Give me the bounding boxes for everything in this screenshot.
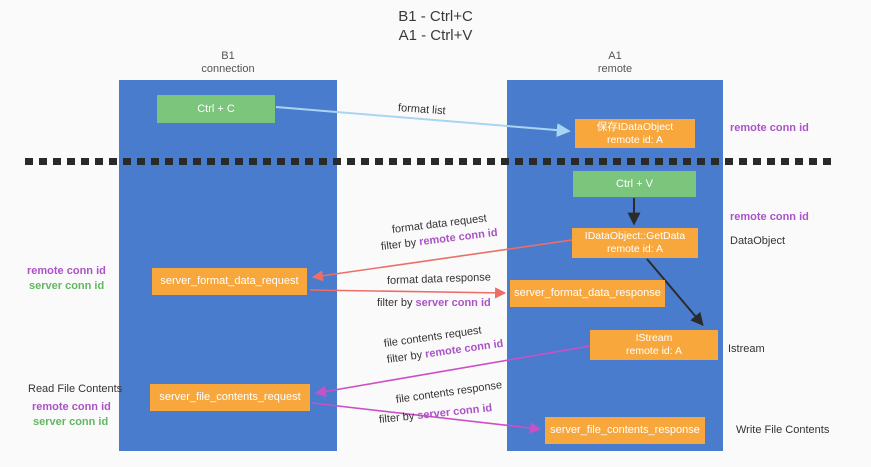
left-label-server-conn-id-1: server conn id xyxy=(29,280,105,292)
node-save-idataobject: 保存IDataObject remote id: A xyxy=(575,119,695,148)
right-label-write-file-contents: Write File Contents xyxy=(736,424,830,436)
node-file-request-label: server_file_contents_request xyxy=(159,391,301,403)
format-list-arrow-label: format list xyxy=(397,102,446,118)
right-label-remote-conn-id-2: remote conn id xyxy=(730,211,809,223)
node-getdata-line2: remote id: A xyxy=(606,243,664,255)
file-response-filter-label: filter by server conn id xyxy=(378,402,492,426)
node-server-file-contents-request: server_file_contents_request xyxy=(150,384,310,411)
node-ctrl-v-label: Ctrl + V xyxy=(616,177,653,190)
lane-a1-role: remote xyxy=(597,63,633,75)
node-ctrl-c-label: Ctrl + C xyxy=(197,102,235,115)
diagram-title: B1 - Ctrl+C A1 - Ctrl+V xyxy=(0,7,871,45)
title-line-1: B1 - Ctrl+C xyxy=(398,8,473,25)
left-label-remote-conn-id-2: remote conn id xyxy=(32,401,111,413)
lane-b1-name: B1 xyxy=(221,50,235,62)
node-istream-line1: IStream xyxy=(635,332,673,344)
format-data-response-label: format data response xyxy=(386,271,492,287)
node-istream: IStream remote id: A xyxy=(590,330,718,360)
lane-header-a1: A1 remote xyxy=(545,50,685,76)
lane-header-b1: B1 connection xyxy=(158,50,298,76)
node-idataobject-getdata: IDataObject::GetData remote id: A xyxy=(572,228,698,258)
left-label-server-conn-id-2: server conn id xyxy=(33,416,109,428)
filter-by-text: filter by xyxy=(377,297,413,309)
format-response-filter-label: filter by server conn id xyxy=(377,297,491,309)
left-label-read-file-contents: Read File Contents xyxy=(28,383,123,395)
node-getdata-line1: IDataObject::GetData xyxy=(584,230,686,242)
node-ctrl-v: Ctrl + V xyxy=(573,171,696,197)
node-istream-line2: remote id: A xyxy=(625,345,683,357)
filter-by-text: filter by xyxy=(378,410,415,426)
node-server-format-data-request: server_format_data_request xyxy=(152,268,307,295)
node-save-idataobject-line1: 保存IDataObject xyxy=(596,120,674,133)
node-server-format-data-response: server_format_data_response xyxy=(510,280,665,307)
node-ctrl-c: Ctrl + C xyxy=(157,95,275,123)
filter-by-text: filter by xyxy=(386,349,423,366)
lane-a1-name: A1 xyxy=(608,50,622,62)
filter-key-server-conn-id: server conn id xyxy=(415,297,491,309)
title-line-2: A1 - Ctrl+V xyxy=(398,27,473,44)
node-save-idataobject-line2: remote id: A xyxy=(606,133,664,146)
lane-b1-role: connection xyxy=(201,63,255,75)
right-label-istream: Istream xyxy=(728,343,765,355)
right-label-remote-conn-id-1: remote conn id xyxy=(730,122,809,134)
format-response-arrow xyxy=(309,287,507,299)
node-format-response-label: server_format_data_response xyxy=(514,287,661,299)
node-format-request-label: server_format_data_request xyxy=(160,275,299,287)
node-server-file-contents-response: server_file_contents_response xyxy=(545,417,705,444)
filter-by-text: filter by xyxy=(380,236,417,253)
left-label-remote-conn-id-1: remote conn id xyxy=(27,265,106,277)
filter-key-server-conn-id: server conn id xyxy=(416,402,493,422)
dashed-separator-line xyxy=(25,158,835,165)
right-label-dataobject: DataObject xyxy=(730,235,786,247)
node-file-response-label: server_file_contents_response xyxy=(550,424,700,436)
